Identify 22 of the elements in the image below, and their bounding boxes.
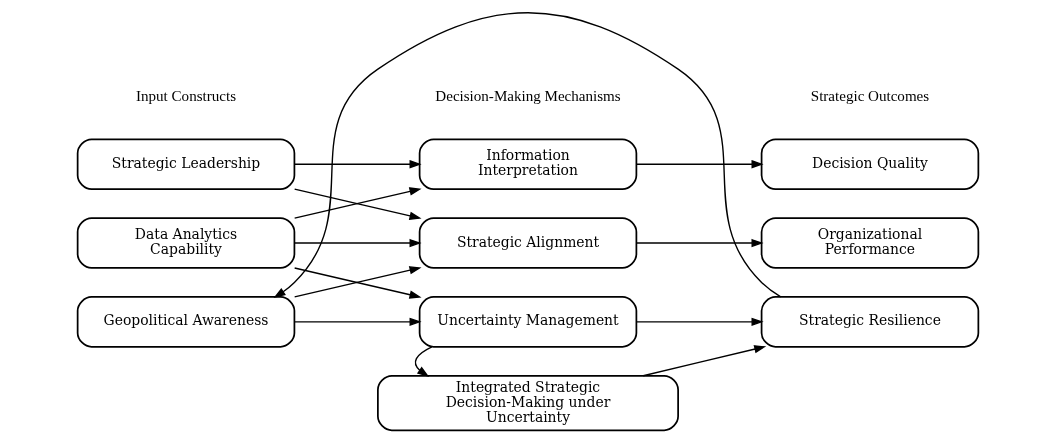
arrow bbox=[293, 317, 422, 327]
arrow bbox=[635, 317, 764, 327]
node-box: Strategic Resilience bbox=[760, 296, 980, 348]
arrow bbox=[293, 238, 422, 248]
arrow bbox=[293, 160, 422, 169]
label: Decision-Making Mechanisms bbox=[435, 87, 621, 104]
node-box: Organizational Performance bbox=[760, 217, 980, 269]
arrow bbox=[635, 160, 764, 169]
node-box: Geopolitical Awareness bbox=[76, 296, 296, 348]
arrow bbox=[273, 12, 782, 299]
arrow bbox=[414, 346, 433, 377]
arrow bbox=[635, 238, 764, 248]
node-box: Decision Quality bbox=[760, 138, 980, 190]
arrow bbox=[642, 345, 767, 377]
label: Strategic Outcomes bbox=[810, 87, 930, 104]
node-box: Data Analytics Capability bbox=[76, 217, 296, 269]
node-box: Uncertainty Management bbox=[418, 296, 638, 348]
node-box: Integrated Strategic Decision-Making under Uncertainty bbox=[377, 374, 679, 432]
node-box: Information Interpretation bbox=[418, 138, 638, 190]
node-box: Strategic Leadership bbox=[76, 138, 296, 190]
node-box: Strategic Alignment bbox=[418, 217, 638, 269]
label: Input Constructs bbox=[136, 87, 237, 104]
